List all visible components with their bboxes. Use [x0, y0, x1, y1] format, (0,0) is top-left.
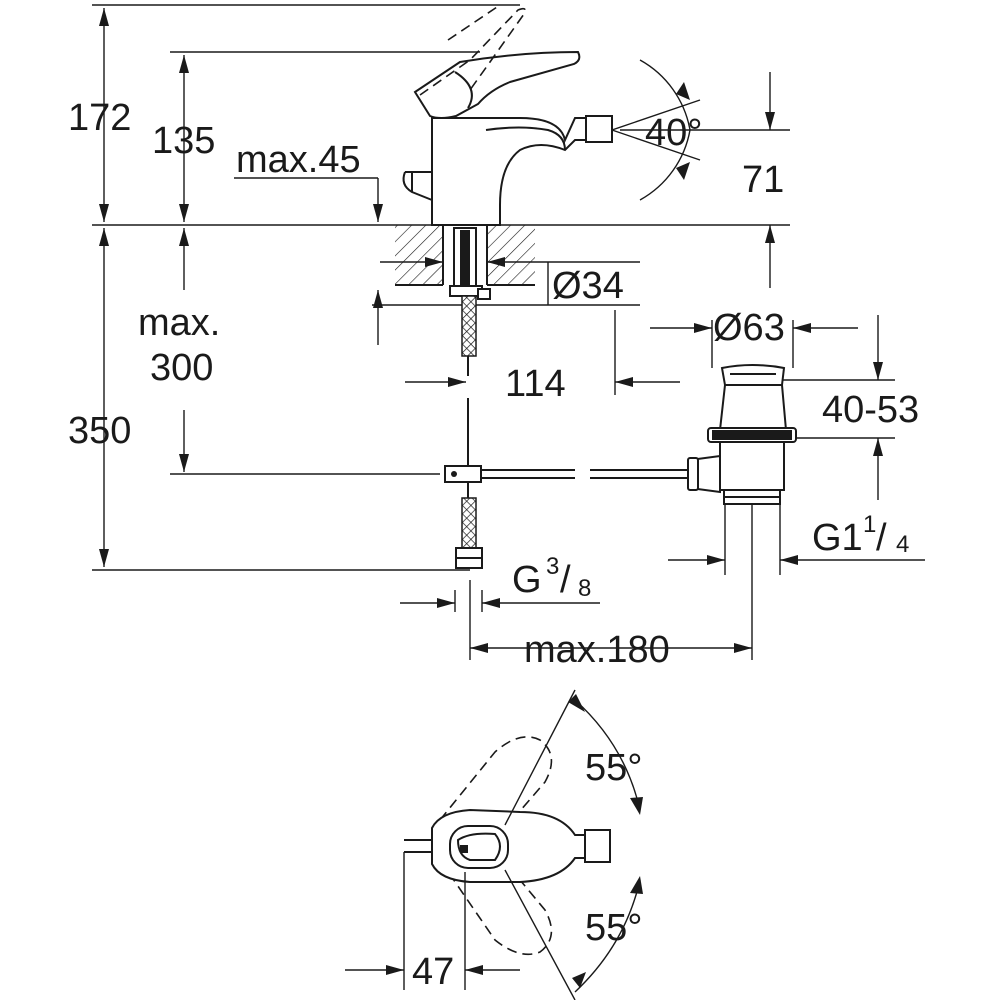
dim-waste-diameter: Ø63	[650, 307, 858, 349]
dim-offset: 47	[345, 852, 520, 993]
hose-length-label-line1: max.	[138, 302, 220, 344]
hole-diameter-label: Ø34	[552, 265, 624, 307]
waste-thread-slash: /	[876, 517, 887, 559]
waste-diameter-label: Ø63	[713, 307, 785, 349]
below-deck-label: 350	[68, 410, 131, 452]
dim-tilt-angle: 40°	[611, 59, 702, 201]
dim-rod-length: max.180	[470, 629, 752, 671]
dim-hole-diameter: Ø34	[380, 257, 640, 307]
swivel-top-label: 55°	[585, 747, 642, 789]
total-height-label: 172	[68, 97, 131, 139]
dim-swivel-bottom: 55°	[504, 869, 643, 1000]
dim-spout-outlet: 71	[742, 72, 784, 288]
dim-swivel-top: 55°	[504, 689, 643, 826]
waste-length-label: 40-53	[822, 389, 919, 431]
mounting-assembly	[444, 227, 690, 569]
waste-assembly	[687, 364, 797, 505]
waste-thread-numerator: 1	[863, 511, 876, 538]
supply-thread-slash: /	[560, 559, 571, 601]
supply-thread-denominator: 8	[578, 575, 591, 602]
dim-spout-projection: 114	[405, 363, 680, 405]
deck-thickness-label: max.45	[236, 139, 361, 181]
spout-height-label: 135	[152, 120, 215, 162]
dim-deck-thickness: max.45	[234, 139, 383, 345]
supply-thread-main: G	[512, 559, 542, 601]
dim-below-deck: 350	[68, 228, 131, 567]
mounting-deck	[395, 225, 535, 286]
tilt-angle-label: 40°	[645, 112, 702, 154]
dim-hose-length: max. 300	[138, 228, 220, 472]
swivel-bottom-label: 55°	[585, 907, 642, 949]
offset-label: 47	[412, 951, 454, 993]
spout-outlet-label: 71	[742, 159, 784, 201]
rod-length-label: max.180	[524, 629, 670, 671]
dim-total-height: 172	[68, 8, 131, 222]
dim-supply-thread: G 3 / 8	[400, 553, 600, 608]
dim-waste-length: 40-53	[822, 315, 919, 500]
waste-thread-denominator: 4	[896, 531, 909, 558]
spout-projection-label: 114	[505, 363, 566, 405]
top-view: 55° 55° 47	[345, 689, 643, 1000]
supply-thread-numerator: 3	[546, 553, 559, 580]
faucet-body	[402, 4, 613, 226]
side-view: 172 135 max.45 350	[68, 4, 925, 671]
waste-thread-main: G1	[812, 517, 863, 559]
dim-waste-thread: G1 1 / 4	[668, 511, 925, 565]
hose-length-label-line2: 300	[150, 347, 213, 389]
dim-spout-height: 135	[152, 55, 215, 222]
